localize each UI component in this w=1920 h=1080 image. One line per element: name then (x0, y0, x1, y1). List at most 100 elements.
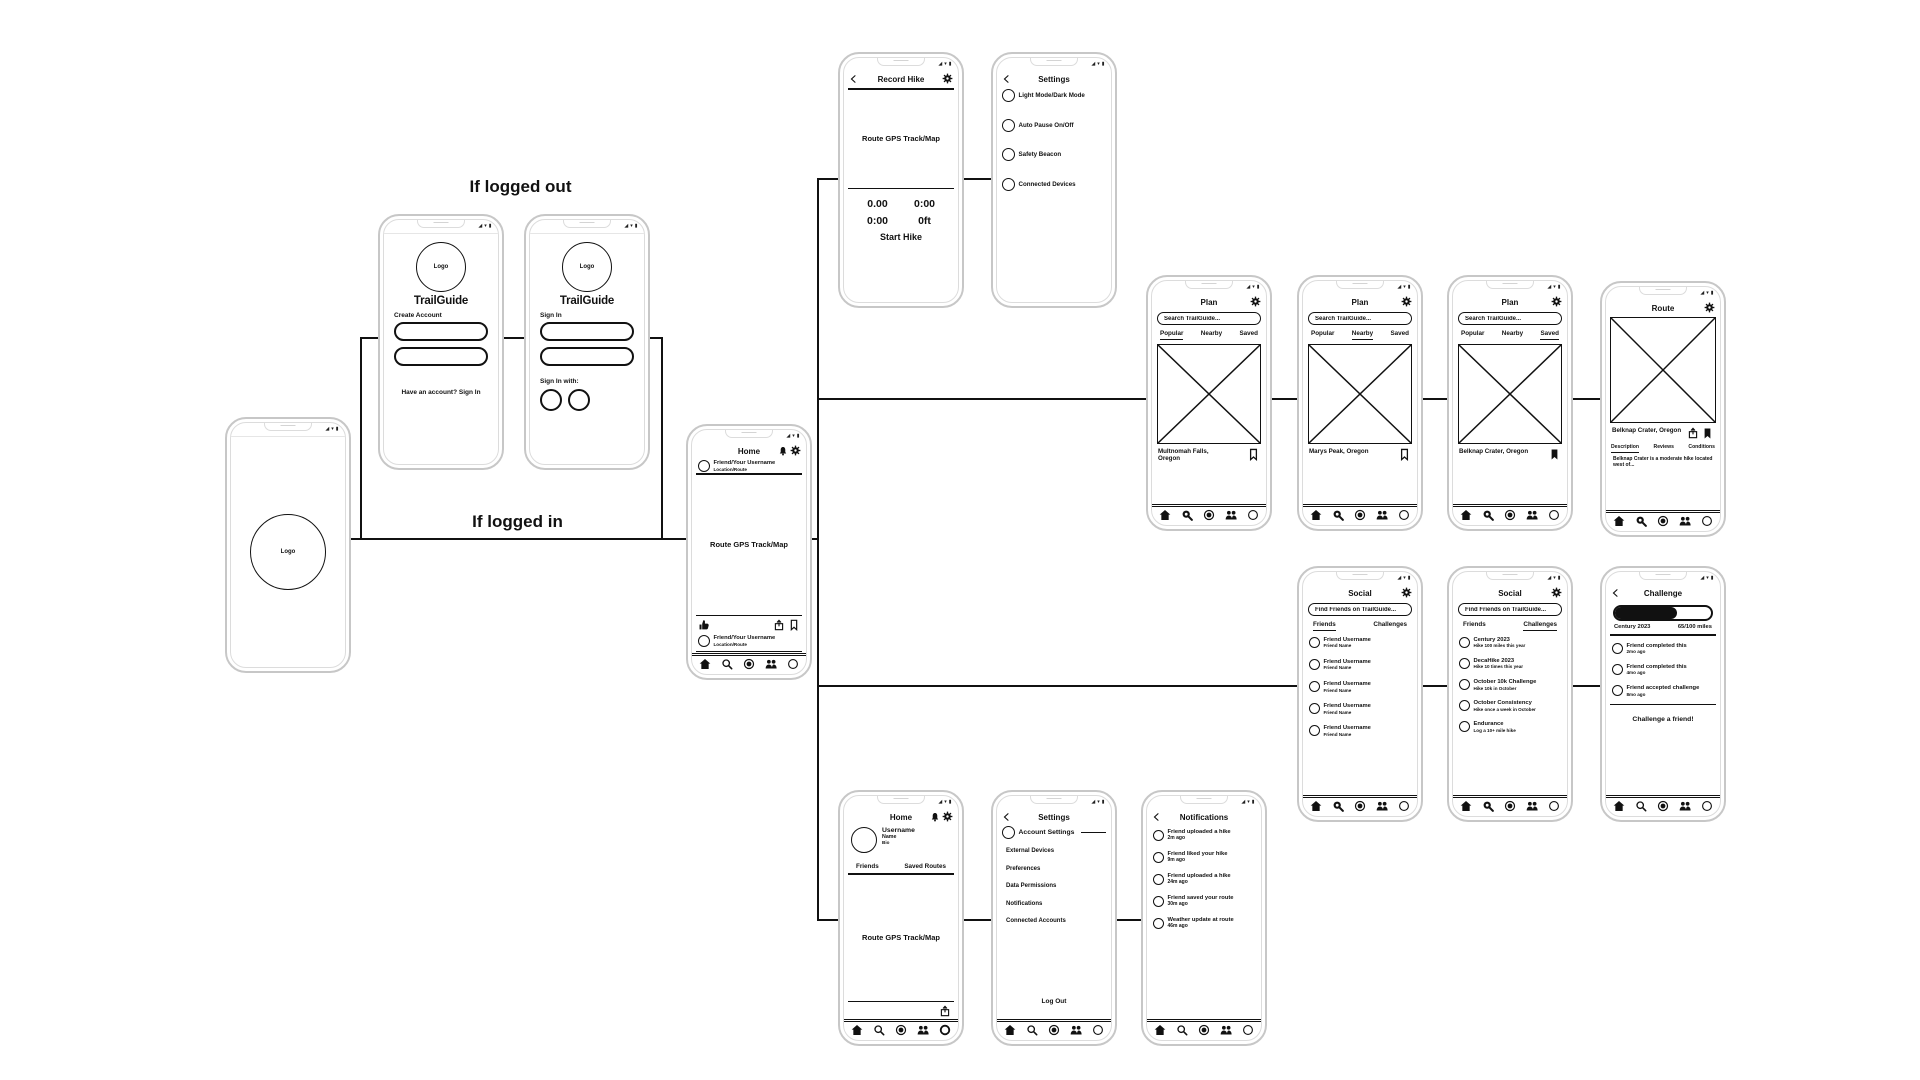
nav-home-icon[interactable] (1460, 800, 1472, 812)
nav-home-icon[interactable] (1613, 800, 1625, 812)
nav-search-icon[interactable] (1332, 509, 1344, 521)
back-chevron-icon[interactable] (849, 74, 858, 84)
nav-record-icon[interactable] (895, 1024, 907, 1036)
nav-search-icon[interactable] (1482, 800, 1494, 812)
bookmark-filled-icon[interactable] (1701, 427, 1714, 440)
gear-icon[interactable] (1551, 296, 1562, 307)
find-friends-input[interactable] (1458, 603, 1562, 616)
nav-profile-icon[interactable] (1398, 800, 1410, 812)
tab-popular[interactable]: Popular (1461, 330, 1485, 337)
nav-search-icon[interactable] (1332, 800, 1344, 812)
nav-home-icon[interactable] (1004, 1024, 1016, 1036)
tab-challenges[interactable]: Challenges (1523, 621, 1557, 631)
gear-icon[interactable] (942, 811, 953, 822)
nav-search-icon[interactable] (1482, 509, 1494, 521)
password-field[interactable] (394, 347, 488, 366)
challenge-row[interactable]: Endurance Log a 10+ mile hike (1453, 721, 1567, 733)
nav-search-icon[interactable] (721, 658, 733, 670)
nav-social-icon[interactable] (1679, 800, 1691, 812)
trail-location[interactable]: Marys Peak, Oregon (1309, 447, 1369, 455)
nav-profile-icon[interactable] (1242, 1024, 1254, 1036)
activity-row[interactable]: Friend completed this 4mo ago (1606, 664, 1720, 676)
nav-profile-icon[interactable] (1398, 509, 1410, 521)
nav-record-icon[interactable] (1504, 800, 1516, 812)
tab-challenges[interactable]: Challenges (1373, 621, 1407, 628)
setting-row[interactable]: Light Mode/Dark Mode (1002, 89, 1106, 102)
settings-item-data-permissions[interactable]: Data Permissions (1006, 883, 1057, 889)
nav-record-icon[interactable] (1657, 800, 1669, 812)
bookmark-icon[interactable] (788, 619, 800, 631)
trail-location[interactable]: Belknap Crater, Oregon (1459, 447, 1529, 455)
sso-provider-2-button[interactable] (568, 389, 590, 411)
nav-record-icon[interactable] (1354, 509, 1366, 521)
bookmark-icon[interactable] (1247, 448, 1260, 461)
challenge-friend-button[interactable]: Challenge a friend! (1632, 716, 1694, 724)
nav-search-icon[interactable] (1026, 1024, 1038, 1036)
nav-search-icon[interactable] (1635, 800, 1647, 812)
trail-image-placeholder[interactable] (1157, 343, 1261, 444)
tab-friends[interactable]: Friends (856, 863, 879, 870)
gear-icon[interactable] (1401, 587, 1412, 598)
share-icon[interactable] (939, 1005, 951, 1017)
sso-provider-1-button[interactable] (540, 389, 562, 411)
nav-social-icon[interactable] (1070, 1024, 1082, 1036)
gear-icon[interactable] (790, 445, 801, 456)
tab-reviews[interactable]: Reviews (1653, 444, 1674, 450)
nav-social-icon[interactable] (1376, 509, 1388, 521)
nav-social-icon[interactable] (917, 1024, 929, 1036)
nav-social-icon[interactable] (1526, 800, 1538, 812)
notification-row[interactable]: Friend uploaded a hike 2m ago (1147, 829, 1261, 842)
notification-row[interactable]: Friend liked your hike 9m ago (1147, 851, 1261, 864)
nav-home-icon[interactable] (851, 1024, 863, 1036)
feed-post-header[interactable]: Friend/Your Username Location/Route (692, 459, 806, 473)
nav-record-icon[interactable] (1048, 1024, 1060, 1036)
search-input[interactable] (1308, 312, 1412, 325)
nav-profile-icon[interactable] (939, 1024, 951, 1036)
nav-record-icon[interactable] (1657, 515, 1669, 527)
back-chevron-icon[interactable] (1611, 588, 1620, 598)
back-chevron-icon[interactable] (1002, 74, 1011, 84)
share-icon[interactable] (1687, 427, 1699, 439)
trail-location[interactable]: Multnomah Falls, Oregon (1158, 447, 1209, 462)
friend-row[interactable]: Friend Username Friend Name (1303, 703, 1417, 715)
tab-saved-routes[interactable]: Saved Routes (904, 863, 946, 870)
settings-item-preferences[interactable]: Preferences (1006, 865, 1041, 872)
settings-item-connected-accounts[interactable]: Connected Accounts (1006, 918, 1066, 924)
challenge-row[interactable]: Century 2023 Hike 100 miles this year (1453, 637, 1567, 649)
nav-home-icon[interactable] (1613, 515, 1625, 527)
search-input[interactable] (1458, 312, 1562, 325)
bell-icon[interactable] (930, 812, 940, 822)
toggle-circle[interactable] (1002, 177, 1015, 191)
gear-icon[interactable] (1250, 296, 1261, 307)
email-field[interactable] (540, 322, 634, 341)
find-friends-input[interactable] (1308, 603, 1412, 616)
tab-saved[interactable]: Saved (1540, 330, 1559, 340)
nav-profile-icon[interactable] (787, 658, 799, 670)
nav-profile-icon[interactable] (1548, 509, 1560, 521)
have-account-link[interactable]: Have an account? Sign In (401, 389, 481, 396)
nav-search-icon[interactable] (1181, 509, 1193, 521)
password-field[interactable] (540, 347, 634, 366)
trail-image-placeholder[interactable] (1308, 343, 1412, 444)
nav-social-icon[interactable] (1526, 509, 1538, 521)
nav-profile-icon[interactable] (1548, 800, 1560, 812)
nav-home-icon[interactable] (1460, 509, 1472, 521)
nav-record-icon[interactable] (1354, 800, 1366, 812)
settings-item-external-devices[interactable]: External Devices (1006, 848, 1055, 854)
email-field[interactable] (394, 322, 488, 341)
gear-icon[interactable] (942, 73, 953, 84)
nav-social-icon[interactable] (1376, 800, 1388, 812)
bookmark-filled-icon[interactable] (1548, 448, 1561, 461)
bell-icon[interactable] (778, 446, 788, 456)
toggle-circle[interactable] (1002, 148, 1015, 161)
tab-friends[interactable]: Friends (1313, 621, 1336, 631)
nav-social-icon[interactable] (1225, 509, 1237, 521)
nav-record-icon[interactable] (1203, 509, 1215, 521)
gear-icon[interactable] (1401, 296, 1412, 307)
nav-search-icon[interactable] (1176, 1024, 1188, 1036)
activity-row[interactable]: Friend accepted challenge 8mo ago (1606, 685, 1720, 697)
tab-saved[interactable]: Saved (1239, 330, 1258, 337)
nav-social-icon[interactable] (1220, 1024, 1232, 1036)
notification-row[interactable]: Friend uploaded a hike 24m ago (1147, 873, 1261, 886)
search-input[interactable] (1157, 312, 1261, 325)
